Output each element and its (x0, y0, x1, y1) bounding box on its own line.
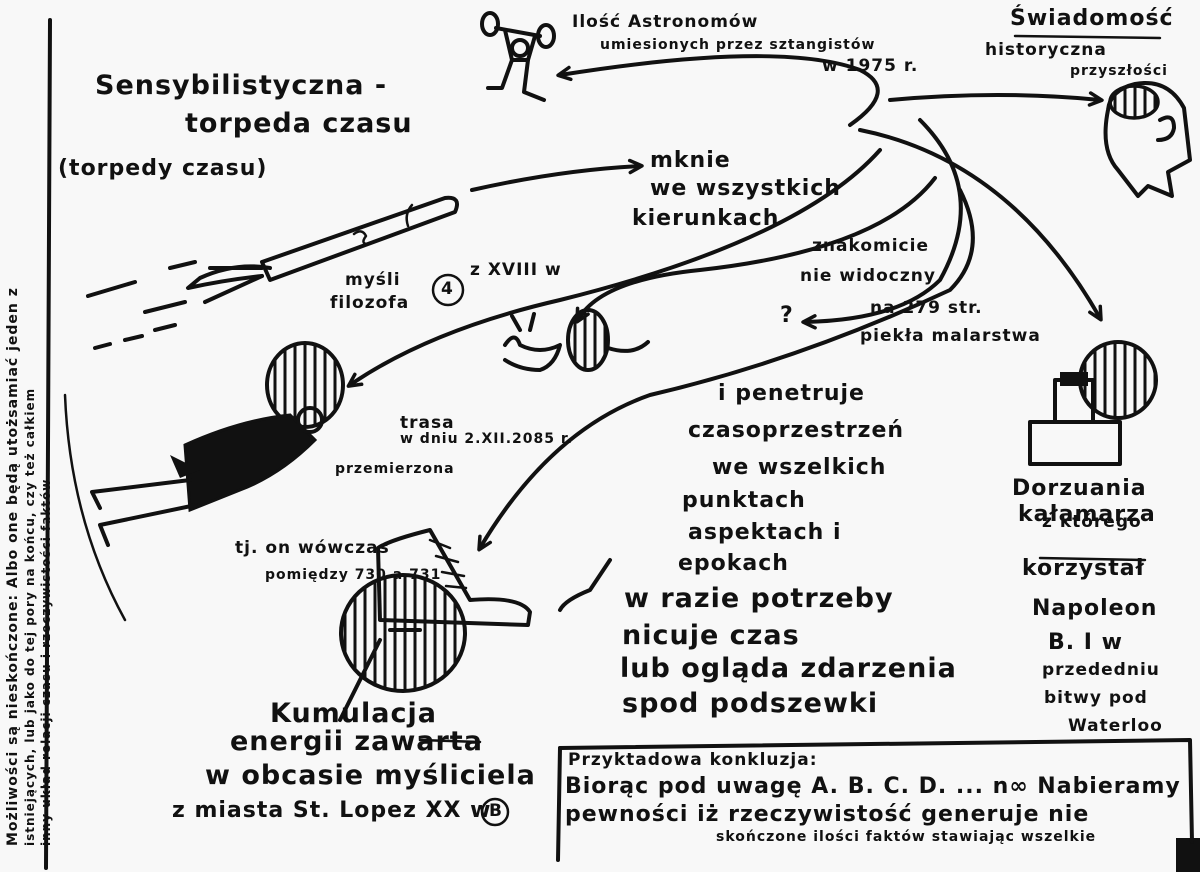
arrow-to-weightlifter (556, 54, 880, 127)
title-line-3: (torpedy czasu) (58, 156, 268, 181)
arrows (63, 54, 1104, 622)
center-body-line-8: nicuje czas (622, 620, 800, 651)
top-right-line-1: Świadomość (1010, 6, 1174, 31)
thoughts-circled: 4 (441, 279, 454, 299)
invisible-question: ? (780, 303, 794, 328)
center-body-line-6: epokach (678, 551, 789, 576)
bottom-left-line-4: z miasta St. Lopez XX w (172, 798, 492, 823)
route-line-1: trasa (400, 413, 455, 433)
arrow-to-flying-figure (346, 148, 882, 388)
left-margin-rule (44, 18, 52, 870)
inkwell-sketch (1028, 340, 1158, 466)
route-line-5: pomiędzy 730 a 731 (265, 567, 442, 583)
invisible-line-2: nie widoczny (800, 266, 936, 286)
top-right-line-3: przyszłości (1070, 63, 1168, 79)
center-top-line-2: we wszystkich (650, 176, 841, 201)
arc-left-margin (63, 393, 127, 622)
page-note-line-2: piekła malarstwa (860, 326, 1041, 346)
conclusion-box (558, 738, 1194, 844)
top-note-line-3: w 1975 r. (822, 56, 919, 76)
inkwell-line-7: przededniu (1042, 660, 1160, 680)
route-line-4: tj. on wówczas (235, 538, 390, 558)
center-top-line-1: mknie (650, 148, 731, 173)
arrow-to-head (888, 91, 1104, 107)
arrow-to-inkwell (858, 128, 1103, 322)
inkwell-line-1: Dorzuania (1012, 476, 1147, 501)
conclusion-line-3: pewności iż rzeczywistość generuje nie (565, 802, 1090, 827)
weightlifter-sketch (480, 11, 556, 102)
margin-line-1: Możliwości są nieskończone: Albo one będ… (5, 287, 21, 846)
arrow-to-creature (575, 176, 937, 324)
center-body-line-1: i penetruje (718, 381, 865, 406)
conclusion-line-1: Przyktadowa konkluzja: (568, 750, 818, 770)
arrow-to-shoe (477, 188, 975, 552)
underline-swiadomosc (1013, 34, 1162, 40)
center-body-line-10: spod podszewki (622, 688, 879, 719)
top-right-line-2: historyczna (985, 40, 1107, 60)
underline-zawarta (418, 738, 482, 744)
bottom-left-circled: B (489, 801, 503, 821)
inkwell-line-3: z którego (1042, 512, 1142, 532)
head-silhouette-sketch (1103, 81, 1192, 198)
center-body-line-9: lub ogląda zdarzenia (620, 653, 957, 684)
arrow-to-question (801, 118, 963, 330)
inkwell-line-2: kałamarza (1018, 502, 1156, 527)
arrow-torpedo-to-center (470, 158, 644, 192)
thoughts-suffix: z XVIII w (470, 260, 562, 280)
route-line-3: w dniu 2.XII.2085 r. (400, 431, 574, 447)
invisible-line-1: znakomicie (812, 236, 929, 256)
center-body-line-5: aspektach i (688, 520, 842, 545)
underline-korzystal (1038, 556, 1147, 562)
torpedo-sketch (86, 195, 459, 350)
route-connector (558, 558, 612, 612)
title-line-1: Sensybilistyczna - (95, 70, 388, 101)
inkwell-line-4: korzystał (1022, 556, 1145, 581)
conclusion-line-2: Biorąc pod uwagę A. B. C. D. ... n∞ Nabi… (565, 774, 1181, 799)
page-note-line-1: na 279 str. (870, 298, 983, 318)
thoughts-line-1: myśli (345, 270, 401, 290)
inkwell-line-5: Napoleon (1032, 596, 1158, 621)
corner-mark (1176, 838, 1200, 872)
inkwell-line-9: Waterloo (1068, 716, 1163, 736)
center-body-line-3: we wszelkich (712, 455, 887, 480)
top-note-line-2: umiesionych przez sztangistów (600, 37, 876, 53)
bottom-left-line-2: energii zawarta (230, 726, 483, 757)
creature-sketch (503, 308, 650, 372)
title-line-2: torpeda czasu (185, 108, 413, 139)
bottom-left-line-3: w obcasie myśliciela (205, 760, 536, 791)
center-body-line-2: czasoprzestrzeń (688, 418, 905, 443)
bottom-left-line-1: Kumulacja (270, 698, 437, 729)
margin-line-3: inny układ relacji czasu i rzeczywistośc… (39, 478, 53, 846)
shoe-sketch (338, 528, 532, 722)
margin-line-2: istniejących, lub jako do tej pory na ko… (23, 387, 37, 846)
top-note-line-1: Ilość Astronomów (572, 12, 759, 32)
circle-4 (431, 273, 465, 307)
center-body-line-7: w razie potrzeby (624, 583, 894, 614)
center-top-line-3: kierunkach (632, 206, 780, 231)
thoughts-line-2: filozofa (330, 293, 410, 313)
circle-b (480, 797, 510, 827)
conclusion-line-4: skończone ilości faktów stawiając wszelk… (716, 829, 1097, 845)
route-line-2: przemierzona (335, 461, 455, 477)
inkwell-line-6: B. I w (1048, 630, 1123, 655)
center-body-line-4: punktach (682, 488, 806, 513)
inkwell-line-8: bitwy pod (1044, 688, 1148, 708)
flying-figure-sketch (90, 341, 345, 547)
